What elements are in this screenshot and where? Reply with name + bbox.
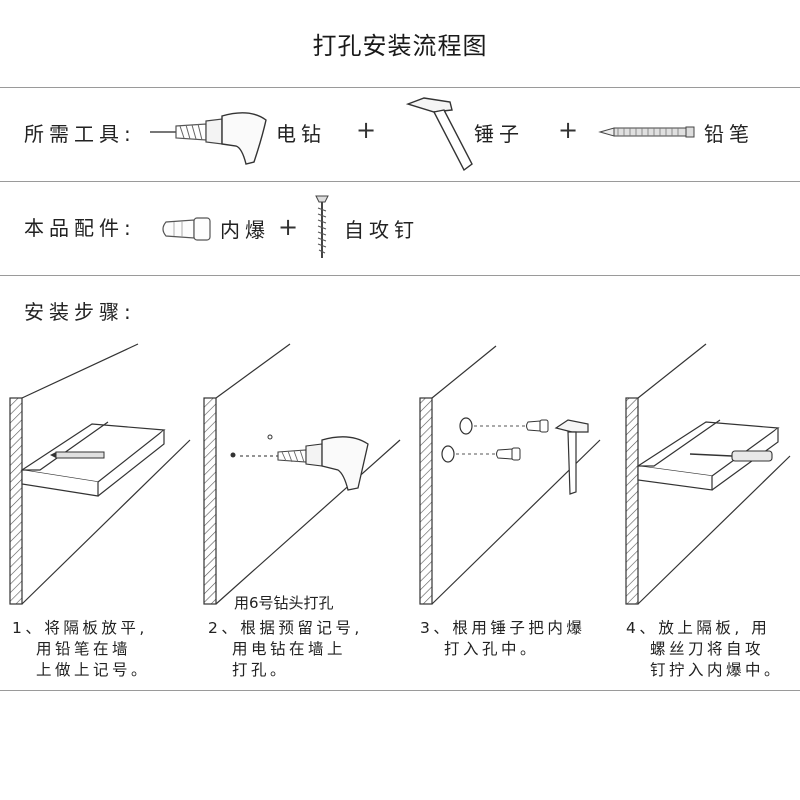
divider: [0, 87, 800, 88]
plus-sign: +: [356, 116, 377, 144]
parts-label: 本品配件:: [24, 216, 136, 240]
screw-label: 自攻钉: [344, 218, 419, 242]
step-2-text: 2、根据预留记号, 用电钻在墙上 打孔。: [208, 619, 363, 679]
step-3-illustration: [419, 345, 601, 605]
wall-anchor-icon: [162, 217, 211, 241]
divider: [0, 275, 800, 276]
pencil-label: 铅笔: [704, 122, 754, 146]
step-2-illustration: [203, 343, 401, 605]
wall-anchor-label: 内爆: [220, 218, 270, 242]
plus-sign: +: [278, 213, 299, 241]
drill-label: 电钻: [276, 122, 326, 146]
page-title: 打孔安装流程图: [312, 32, 488, 60]
pencil-icon: [598, 126, 695, 138]
step-1-illustration: [9, 343, 191, 605]
tools-label: 所需工具:: [24, 122, 136, 146]
divider: [0, 181, 800, 182]
hammer-icon: [405, 97, 473, 172]
plus-sign: +: [558, 116, 579, 144]
step-1-text: 1、将隔板放平, 用铅笔在墙 上做上记号。: [12, 619, 151, 679]
hammer-label: 锤子: [474, 122, 524, 146]
drill-bit-note: 用6号钻头打孔: [234, 594, 334, 612]
step-4-text: 4、放上隔板, 用 螺丝刀将自攻 钉拧入内爆中。: [626, 619, 784, 679]
divider: [0, 690, 800, 691]
step-4-illustration: [625, 343, 791, 605]
screw-icon: [315, 195, 329, 258]
steps-label: 安装步骤:: [24, 300, 136, 324]
step-3-text: 3、根用锤子把内爆 打入孔中。: [420, 619, 586, 658]
drill-icon: [150, 112, 267, 165]
